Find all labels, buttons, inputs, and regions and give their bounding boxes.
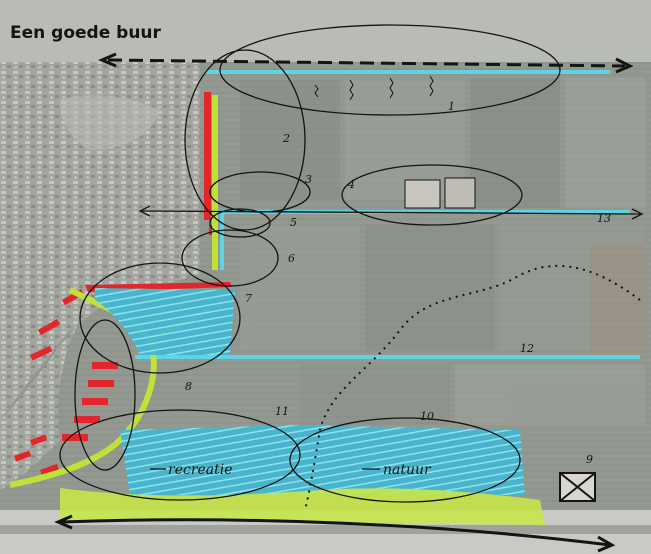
zone-8-label: 8	[185, 380, 192, 393]
residential-area	[0, 62, 200, 420]
zone-4-outline	[341, 164, 523, 226]
residential-area-lower	[0, 320, 80, 490]
farm-buildings	[404, 177, 476, 209]
zone-3-label: 3	[305, 173, 312, 186]
residential-block	[60, 95, 160, 150]
bottom-road	[0, 525, 651, 534]
zone-7-outline	[79, 262, 241, 374]
zone-2-outline	[184, 49, 306, 231]
map-title: Een goede buur	[10, 23, 162, 43]
zone-6-label: 6	[288, 252, 295, 265]
building-9-icon	[559, 472, 596, 502]
zone-4-label: 4	[347, 178, 355, 191]
zone-10-outline	[289, 417, 521, 503]
middle-arrow	[141, 210, 641, 215]
zone-12-label: 12	[520, 342, 534, 355]
zone-10-label: 10	[420, 410, 434, 423]
zone-11-label: 11	[275, 405, 289, 418]
zone-5-outline	[209, 208, 271, 238]
zone-13-label: 13	[597, 212, 611, 225]
hatched-water-zones	[95, 288, 525, 495]
green-bank	[60, 488, 545, 525]
top-dashed-arrow	[107, 58, 626, 68]
tree-squiggles	[314, 75, 434, 101]
top-margin	[0, 0, 651, 62]
zone-7-label: 7	[245, 292, 252, 305]
bottom-arrow	[61, 518, 611, 547]
zone-2-label: 2	[282, 132, 290, 145]
recreatie-label: recreatie	[168, 462, 233, 478]
zone-11-outline	[59, 409, 301, 501]
zone-9-label: 9	[586, 453, 593, 466]
zone-1-outline	[219, 24, 561, 116]
zone-6-outline	[181, 229, 279, 287]
zone-outlines	[59, 24, 561, 503]
field-parcels	[240, 78, 645, 425]
zone-8-outline	[74, 319, 136, 471]
arrows	[54, 52, 644, 553]
zone-5-label: 5	[290, 216, 297, 229]
zone-1-label: 1	[448, 100, 455, 113]
natuur-label: natuur	[383, 462, 432, 478]
